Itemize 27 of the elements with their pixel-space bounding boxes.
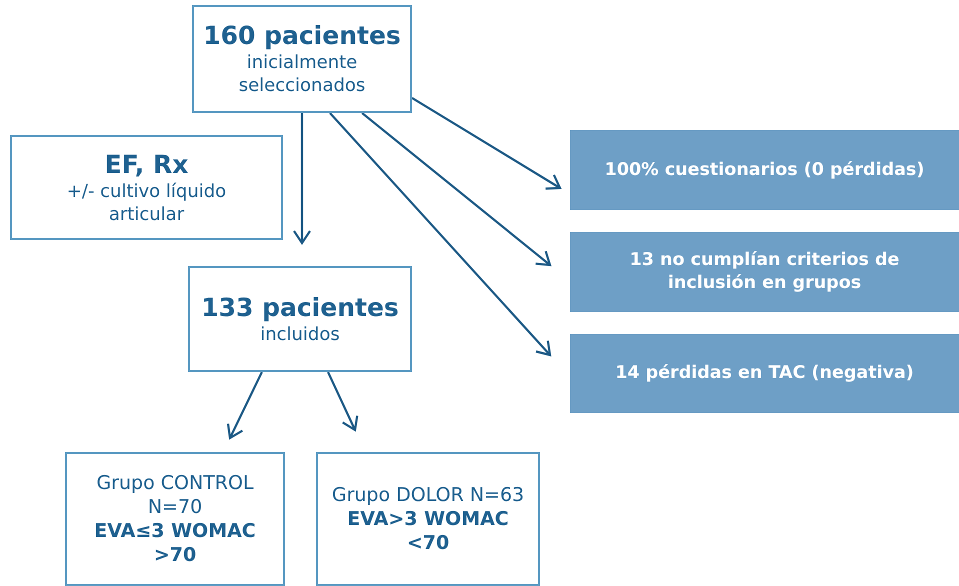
box-text: incluidos bbox=[259, 322, 341, 346]
arrow bbox=[327, 372, 358, 432]
process-box bbox=[192, 5, 412, 113]
box-heading: 133 pacientes bbox=[201, 292, 399, 322]
box-text: 13 no cumplían criterios de inclusión en grupos bbox=[628, 249, 900, 295]
process-box bbox=[65, 452, 285, 586]
process-box bbox=[188, 266, 412, 372]
arrow bbox=[411, 96, 562, 190]
box-text: 14 pérdidas en TAC (negativa) bbox=[614, 362, 915, 385]
box-text: +/- cultivo líquido articular bbox=[66, 180, 228, 226]
box-heading: 160 pacientes bbox=[203, 21, 401, 51]
arrow bbox=[329, 112, 552, 356]
result-box bbox=[570, 130, 959, 210]
box-heading: EF, Rx bbox=[104, 150, 188, 180]
group-criteria: EVA>3 WOMAC <70 bbox=[346, 507, 510, 555]
arrow bbox=[292, 113, 312, 244]
box-text: 100% cuestionarios (0 pérdidas) bbox=[604, 158, 926, 182]
process-box bbox=[316, 452, 540, 586]
group-criteria: EVA≤3 WOMAC >70 bbox=[93, 519, 257, 567]
arrow bbox=[226, 372, 263, 440]
arrow bbox=[361, 112, 552, 266]
process-box bbox=[10, 135, 283, 240]
result-box bbox=[570, 334, 959, 413]
group-description: Grupo CONTROL N=70 bbox=[95, 471, 255, 519]
group-description: Grupo DOLOR N=63 bbox=[330, 483, 526, 507]
result-box bbox=[570, 232, 959, 312]
box-text: inicialmente seleccionados bbox=[238, 51, 366, 97]
